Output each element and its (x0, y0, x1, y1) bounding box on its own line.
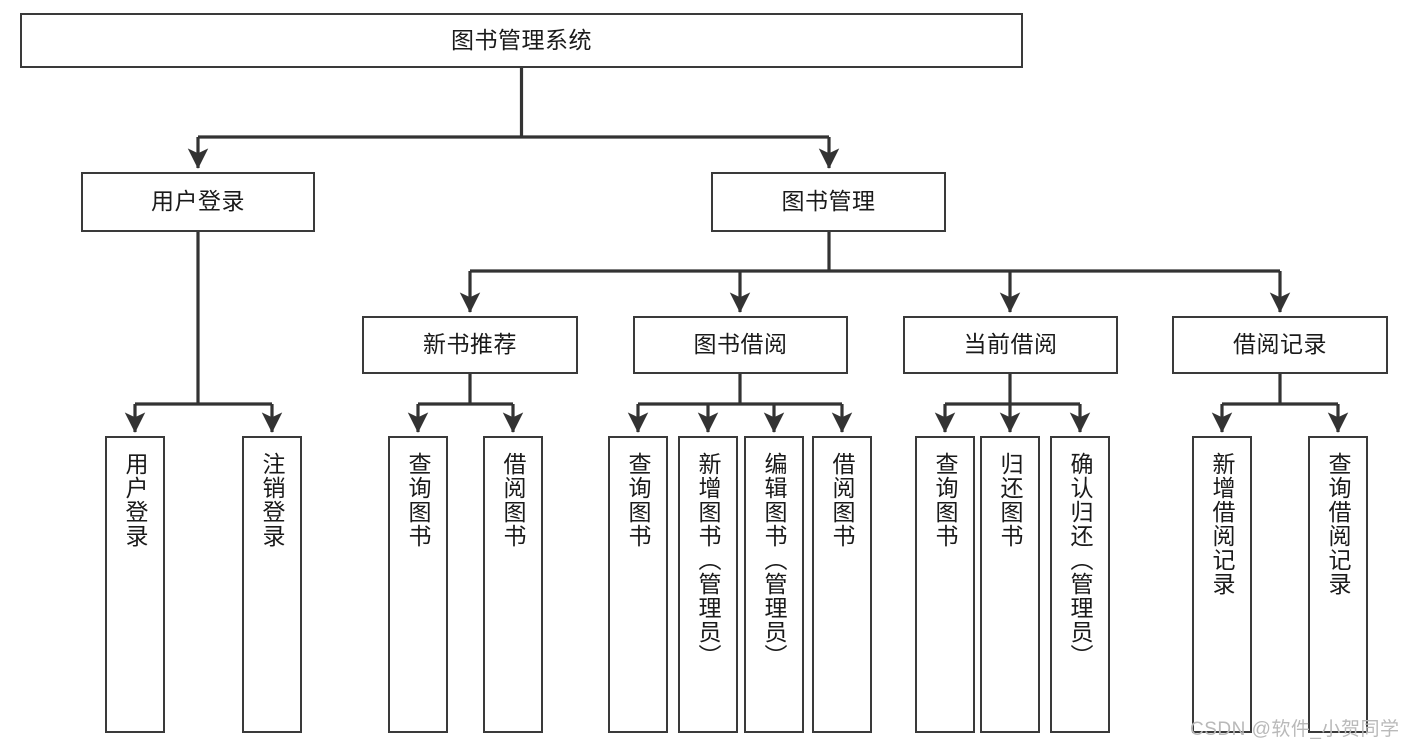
node-label: 确认归还（管理员） (1067, 452, 1094, 668)
node-user-login[interactable]: 用户登录 (81, 172, 315, 232)
node-label: 用户登录 (151, 188, 245, 215)
node-label: 查询图书 (625, 452, 652, 548)
node-label: 新增图书（管理员） (695, 452, 722, 668)
leaf-book-borrow-edit-admin[interactable]: 编辑图书（管理员） (744, 436, 804, 733)
node-label: 查询借阅记录 (1325, 452, 1352, 596)
leaf-current-borrow-confirm-admin[interactable]: 确认归还（管理员） (1050, 436, 1110, 733)
leaf-new-book-query[interactable]: 查询图书 (388, 436, 448, 733)
leaf-current-borrow-query[interactable]: 查询图书 (915, 436, 975, 733)
node-label: 归还图书 (997, 452, 1024, 548)
node-book-borrow[interactable]: 图书借阅 (633, 316, 848, 374)
node-label: 新书推荐 (423, 331, 517, 358)
node-book-management[interactable]: 图书管理 (711, 172, 946, 232)
node-new-book-recommend[interactable]: 新书推荐 (362, 316, 578, 374)
node-current-borrow[interactable]: 当前借阅 (903, 316, 1118, 374)
node-label: 查询图书 (932, 452, 959, 548)
node-label: 编辑图书（管理员） (761, 452, 788, 668)
leaf-book-borrow-add-admin[interactable]: 新增图书（管理员） (678, 436, 738, 733)
leaf-user-login-login[interactable]: 用户登录 (105, 436, 165, 733)
node-label: 图书管理系统 (451, 26, 592, 53)
leaf-new-book-borrow[interactable]: 借阅图书 (483, 436, 543, 733)
node-label: 当前借阅 (963, 331, 1058, 358)
node-label: 借阅图书 (829, 452, 856, 548)
leaf-book-borrow-query[interactable]: 查询图书 (608, 436, 668, 733)
node-label: 用户登录 (122, 452, 149, 548)
node-label: 新增借阅记录 (1209, 452, 1236, 596)
leaf-book-borrow-borrow[interactable]: 借阅图书 (812, 436, 872, 733)
node-label: 查询图书 (405, 452, 432, 548)
leaf-user-login-logout[interactable]: 注销登录 (242, 436, 302, 733)
leaf-current-borrow-return[interactable]: 归还图书 (980, 436, 1040, 733)
node-label: 图书管理 (781, 188, 876, 215)
leaf-records-query[interactable]: 查询借阅记录 (1308, 436, 1368, 733)
node-label: 注销登录 (259, 452, 286, 548)
node-root-book-management-system[interactable]: 图书管理系统 (20, 13, 1023, 68)
node-borrow-records[interactable]: 借阅记录 (1172, 316, 1388, 374)
node-label: 借阅记录 (1233, 331, 1327, 358)
node-label: 借阅图书 (500, 452, 527, 548)
leaf-records-add[interactable]: 新增借阅记录 (1192, 436, 1252, 733)
node-label: 图书借阅 (693, 331, 788, 358)
